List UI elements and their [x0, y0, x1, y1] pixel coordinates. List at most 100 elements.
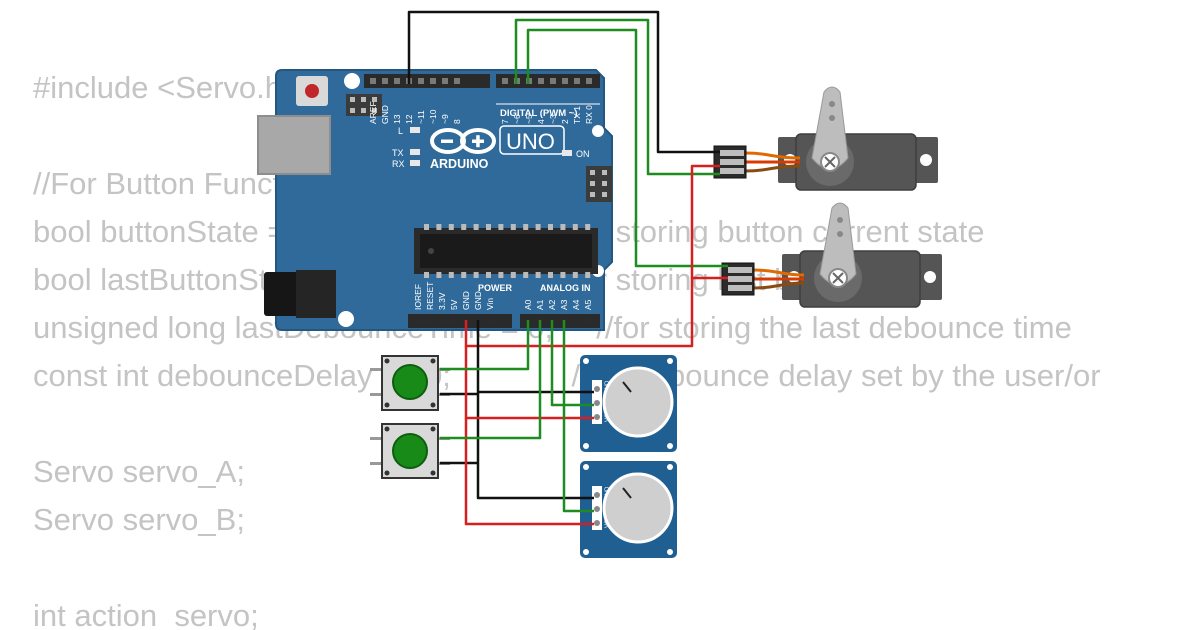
pin-label: 13: [392, 114, 402, 124]
pot-pin[interactable]: [594, 520, 600, 526]
pin-label: 4: [536, 119, 546, 124]
pin-label: 5V: [449, 299, 459, 310]
digital-header-label: DIGITAL (PWM ~): [500, 108, 578, 119]
header-pin[interactable]: [442, 78, 448, 84]
mounting-hole: [338, 311, 354, 327]
header-pin[interactable]: [430, 78, 436, 84]
potentiometer-1[interactable]: GNDSIGVCC: [580, 355, 677, 452]
pot-indicator: [622, 487, 632, 499]
pot-pin[interactable]: [594, 506, 600, 512]
wire-5v-servo-a: [690, 164, 720, 278]
pin-label: AREF: [368, 101, 378, 124]
led-l-label: L: [398, 126, 403, 136]
pin-label: GND: [461, 291, 471, 310]
header-pin[interactable]: [502, 78, 508, 84]
uno-label: UNO: [506, 129, 555, 154]
wires: [407, 10, 728, 526]
header-pin[interactable]: [427, 318, 433, 324]
code-line: Servo servo_A;: [33, 454, 245, 489]
pot-pin[interactable]: [594, 414, 600, 420]
arduino-logo-text: ARDUINO: [430, 157, 489, 171]
pot-pin[interactable]: [594, 492, 600, 498]
mounting-hole: [592, 125, 604, 137]
pot-knob[interactable]: [602, 472, 674, 544]
push-button-2[interactable]: [370, 423, 450, 479]
digital-header-left: [364, 74, 490, 88]
power-header: [408, 314, 512, 328]
pin-label: RX 0: [584, 105, 594, 124]
header-pin[interactable]: [574, 78, 580, 84]
wire-5v-servos: [464, 276, 728, 348]
pin-label: 12: [404, 114, 414, 124]
header-pin[interactable]: [454, 78, 460, 84]
reset-button[interactable]: [305, 84, 319, 98]
arduino-logo-icon: [430, 128, 496, 154]
code-line: int action_servo;: [33, 598, 259, 630]
pin-label: A5: [583, 299, 593, 310]
servo-b[interactable]: [782, 202, 942, 308]
header-pin[interactable]: [538, 78, 544, 84]
pin-label: A4: [571, 299, 581, 310]
atmega-chip: [414, 224, 598, 278]
led-tx: [410, 149, 420, 155]
header-pin[interactable]: [439, 318, 445, 324]
push-button-1[interactable]: [370, 355, 450, 411]
header-pin[interactable]: [394, 78, 400, 84]
header-pin[interactable]: [451, 318, 457, 324]
wire-signal-servo-b: [526, 28, 728, 268]
led-tx-label: TX: [392, 148, 404, 158]
digital-header-pins: [370, 78, 592, 84]
led-rx: [410, 160, 420, 166]
pin-label: ~3: [548, 114, 558, 124]
usb-port: [257, 115, 331, 175]
pin-label: 3.3V: [437, 292, 447, 310]
pot-indicator: [622, 381, 632, 393]
button-cap[interactable]: [392, 364, 428, 400]
power-header-label: POWER: [478, 283, 513, 293]
button-cap[interactable]: [392, 433, 428, 469]
header-pin[interactable]: [487, 318, 493, 324]
pin-label: ~5: [524, 114, 534, 124]
pin-label: A2: [547, 299, 557, 310]
header-pin[interactable]: [585, 318, 591, 324]
pin-label: ~11: [416, 110, 426, 124]
servo-a[interactable]: [778, 86, 938, 191]
pot-pin[interactable]: [594, 386, 600, 392]
header-pin[interactable]: [562, 78, 568, 84]
wire-a0-button1: [440, 320, 530, 371]
led-l: [410, 127, 420, 133]
servo-b-cable: [753, 268, 805, 290]
pot-knob[interactable]: [602, 366, 674, 438]
wire-5v-pot2: [464, 418, 594, 526]
pot-pin[interactable]: [594, 400, 600, 406]
wire-a3-pot2: [562, 320, 594, 513]
power-jack-housing: [296, 270, 336, 318]
potentiometer-2[interactable]: GNDSIGVCC: [580, 461, 677, 558]
wire-a1-button2: [440, 320, 542, 440]
pin-label: GND: [473, 291, 483, 310]
header-pin[interactable]: [586, 78, 592, 84]
servo-horn: [811, 86, 849, 170]
header-pin[interactable]: [550, 78, 556, 84]
pin-label: A1: [535, 299, 545, 310]
pin-label: GND: [380, 105, 390, 124]
pin-label: A3: [559, 299, 569, 310]
pin-label: Vin: [485, 298, 495, 310]
header-pin[interactable]: [370, 78, 376, 84]
uno-badge: [499, 125, 565, 155]
pin-label: ~10: [428, 109, 438, 124]
pin-label: A0: [523, 299, 533, 310]
wire-gnd-servo-a: [407, 10, 720, 154]
mounting-hole: [344, 73, 360, 89]
header-pin[interactable]: [418, 78, 424, 84]
header-pin[interactable]: [415, 318, 421, 324]
header-pin[interactable]: [573, 318, 579, 324]
header-pin[interactable]: [382, 78, 388, 84]
icsp-header: [346, 94, 382, 116]
pin-label: IOREF: [413, 284, 423, 310]
led-rx-label: RX: [392, 159, 405, 169]
led-on: [562, 150, 572, 156]
